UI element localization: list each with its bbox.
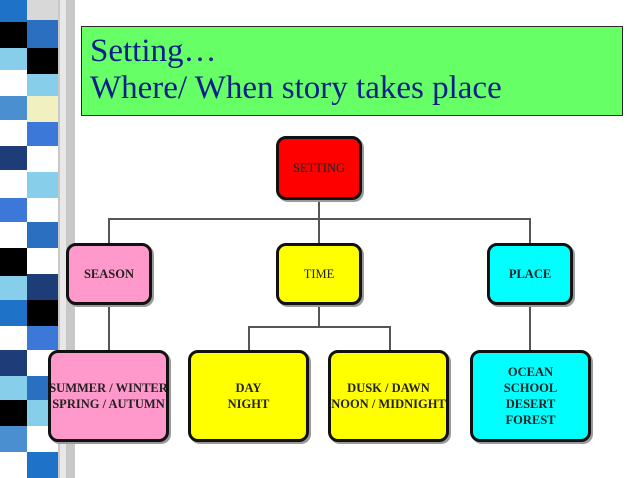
place-detail-line: SCHOOL	[503, 381, 558, 395]
time-node: TIME	[276, 243, 362, 305]
connector-place-down	[529, 305, 531, 353]
day-night-node: DAY NIGHT	[188, 350, 309, 442]
connector-to-season	[108, 218, 110, 246]
slide-title: Setting…	[90, 33, 217, 69]
setting-node: SETTING	[276, 136, 362, 200]
setting-node-label: SETTING	[292, 161, 346, 175]
slide-subtitle: Where/ When story takes place	[90, 70, 502, 106]
season-detail-node: SUMMER / WINTER SPRING / AUTUMN	[48, 350, 169, 442]
day-night-line: NIGHT	[227, 397, 270, 411]
connector-time-bar	[248, 326, 391, 328]
day-night-line: DAY	[235, 381, 262, 395]
connector-to-day	[248, 326, 250, 353]
slide-title-box: Setting… Where/ When story takes place	[81, 26, 623, 116]
connector-to-dusk	[389, 326, 391, 353]
season-node-label: SEASON	[83, 267, 135, 281]
connector-time-down	[318, 305, 320, 327]
connector-to-time	[318, 218, 320, 246]
place-node: PLACE	[487, 243, 573, 305]
dusk-noon-line: DUSK / DAWN	[347, 381, 430, 395]
place-detail-node: OCEAN SCHOOL DESERT FOREST	[470, 350, 591, 442]
season-detail-line: SUMMER / WINTER	[49, 381, 168, 395]
connector-root-down	[318, 200, 320, 220]
decorative-side-strip	[0, 0, 75, 478]
season-detail-line: SPRING / AUTUMN	[52, 397, 165, 411]
dusk-noon-node: DUSK / DAWN NOON / MIDNIGHT	[328, 350, 449, 442]
connector-to-place	[529, 218, 531, 246]
time-node-label: TIME	[303, 267, 335, 281]
place-node-label: PLACE	[508, 267, 552, 281]
place-detail-line: FOREST	[505, 413, 556, 427]
dusk-noon-line: NOON / MIDNIGHT	[331, 397, 446, 411]
place-detail-line: DESERT	[505, 397, 556, 411]
connector-season-down	[108, 305, 110, 353]
season-node: SEASON	[66, 243, 152, 305]
place-detail-line: OCEAN	[507, 365, 554, 379]
